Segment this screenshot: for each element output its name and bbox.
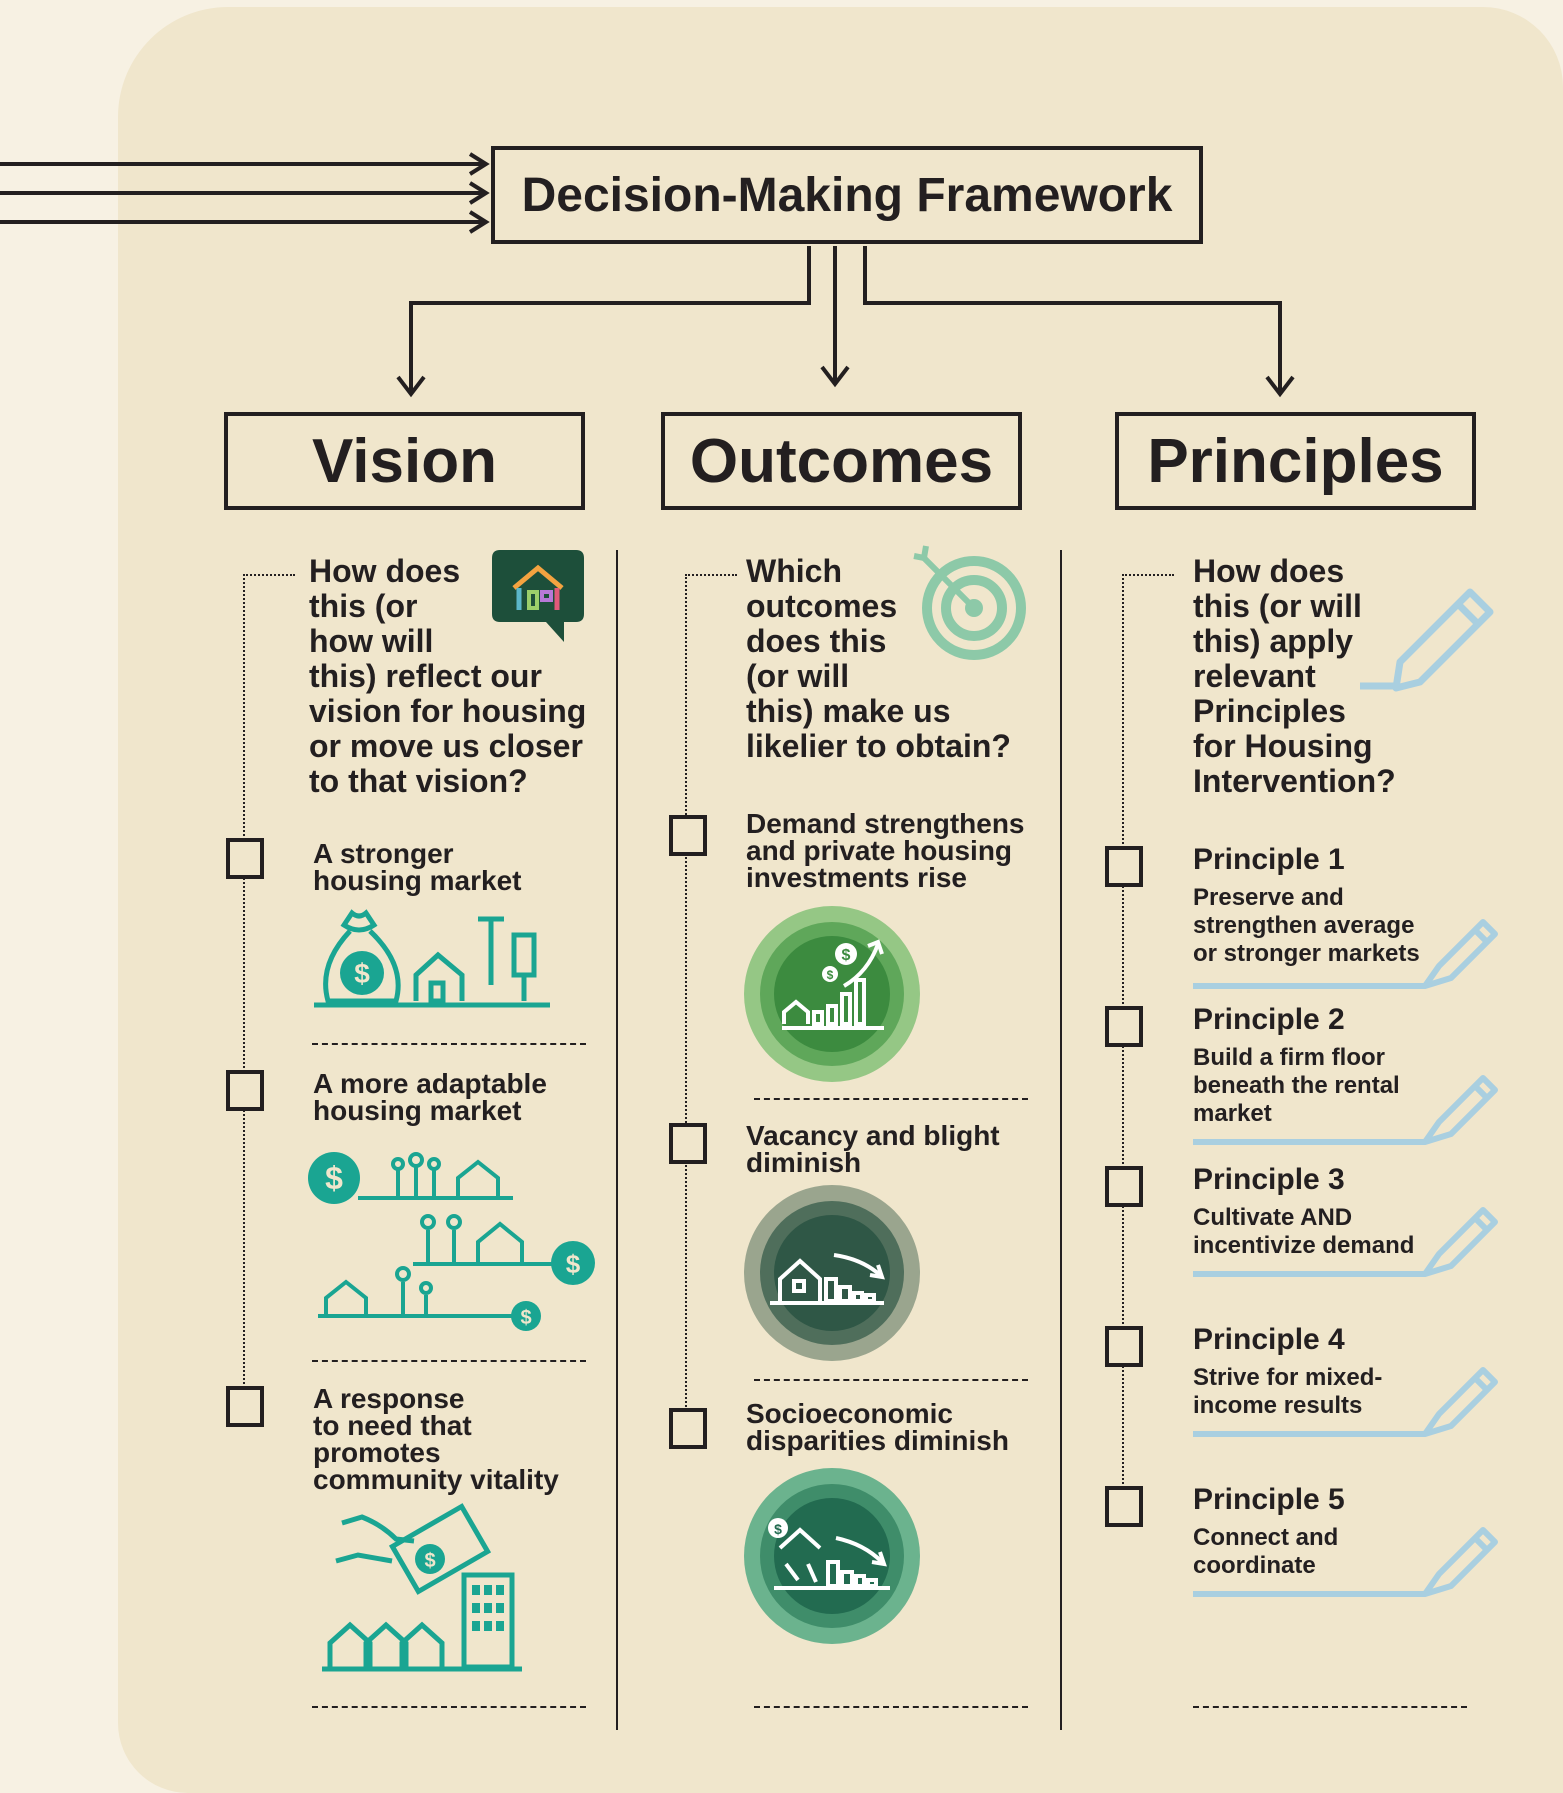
principle-4-title: Principle 4 <box>1193 1323 1345 1356</box>
hand-money-houses-icon: $ <box>322 1503 522 1672</box>
outcomes-separator <box>754 1706 1028 1708</box>
outcomes-checkbox-2[interactable] <box>669 1123 707 1164</box>
svg-text:$: $ <box>566 1249 581 1279</box>
vision-item-3-label: A response to need that promotes communi… <box>313 1383 559 1495</box>
vision-item-2-label: A more adaptable housing market <box>313 1068 547 1126</box>
outcomes-timeline <box>685 574 687 1414</box>
pencil-underline-icon <box>1193 1075 1498 1145</box>
svg-text:$: $ <box>325 1160 343 1196</box>
outcomes-leader <box>685 574 737 576</box>
principle-4-checkbox[interactable] <box>1105 1326 1143 1367</box>
column-divider <box>1060 550 1062 1730</box>
vision-timeline <box>243 574 245 1384</box>
principles-heading: Principles <box>1115 412 1476 510</box>
outcomes-question: Which outcomes does this (or will this) … <box>746 553 1011 764</box>
column-divider <box>616 550 618 1730</box>
outcomes-heading: Outcomes <box>661 412 1022 510</box>
pencil-underline-icon <box>1193 919 1498 989</box>
principle-2-title: Principle 2 <box>1193 1003 1345 1036</box>
vision-heading: Vision <box>224 412 585 510</box>
outcomes-checkbox-1[interactable] <box>669 815 707 856</box>
svg-text:$: $ <box>774 1521 782 1537</box>
principle-1-title: Principle 1 <box>1193 843 1345 876</box>
vision-checkbox-3[interactable] <box>226 1386 264 1427</box>
outcomes-item-1-label: Demand strengthens and private housing i… <box>746 808 1025 893</box>
outcomes-checkbox-3[interactable] <box>669 1408 707 1449</box>
principle-1-desc: Preserve and strengthen average or stron… <box>1193 884 1420 967</box>
principles-question: How does this (or will this) apply relev… <box>1193 553 1396 799</box>
pencil-icon <box>1360 588 1494 692</box>
svg-text:$: $ <box>520 1307 531 1329</box>
outcomes-item-2-label: Vacancy and blight diminish <box>746 1120 1000 1178</box>
principle-5-desc: Connect and coordinate <box>1193 1524 1339 1579</box>
money-bag-house-tools-icon: $ <box>314 909 550 1008</box>
families-houses-dollar-icon: $ $ $ <box>308 1152 595 1331</box>
vision-leader <box>243 574 295 576</box>
speech-bubble-house-icon <box>492 550 584 642</box>
framework-title: Decision-Making Framework <box>491 146 1203 244</box>
pencil-underline-icon <box>1193 1207 1498 1277</box>
vision-checkbox-1[interactable] <box>226 838 264 879</box>
svg-text:$: $ <box>827 968 834 982</box>
vision-item-1-label: A stronger housing market <box>313 838 522 896</box>
vision-question: How does this (or how will this) reflect… <box>309 553 587 799</box>
principle-5-title: Principle 5 <box>1193 1483 1345 1516</box>
principle-2-desc: Build a firm floor beneath the rental ma… <box>1193 1044 1400 1127</box>
principle-3-desc: Cultivate AND incentivize demand <box>1193 1204 1415 1259</box>
vision-separator <box>312 1043 586 1045</box>
target-icon <box>913 545 1026 660</box>
pencil-underline-icon <box>1193 1367 1498 1437</box>
rising-bars-dollar-icon: $ $ <box>744 906 920 1082</box>
outcomes-separator <box>754 1379 1028 1381</box>
falling-bars-people-icon: $ <box>744 1468 920 1644</box>
vision-separator <box>312 1706 586 1708</box>
principles-separator <box>1193 1706 1467 1708</box>
falling-bars-house-icon <box>744 1185 920 1361</box>
principle-5-checkbox[interactable] <box>1105 1486 1143 1527</box>
principle-1-checkbox[interactable] <box>1105 846 1143 887</box>
svg-text:$: $ <box>424 1550 435 1572</box>
pencil-underline-icon <box>1193 1527 1498 1597</box>
principle-3-checkbox[interactable] <box>1105 1166 1143 1207</box>
principles-leader <box>1122 574 1174 576</box>
svg-text:$: $ <box>354 958 370 989</box>
vision-separator <box>312 1360 586 1362</box>
principle-3-title: Principle 3 <box>1193 1163 1345 1196</box>
principle-4-desc: Strive for mixed- income results <box>1193 1364 1383 1419</box>
vision-checkbox-2[interactable] <box>226 1070 264 1111</box>
outcomes-separator <box>754 1098 1028 1100</box>
svg-text:$: $ <box>842 947 851 964</box>
outcomes-item-3-label: Socioeconomic disparities diminish <box>746 1398 1009 1456</box>
principle-2-checkbox[interactable] <box>1105 1006 1143 1047</box>
